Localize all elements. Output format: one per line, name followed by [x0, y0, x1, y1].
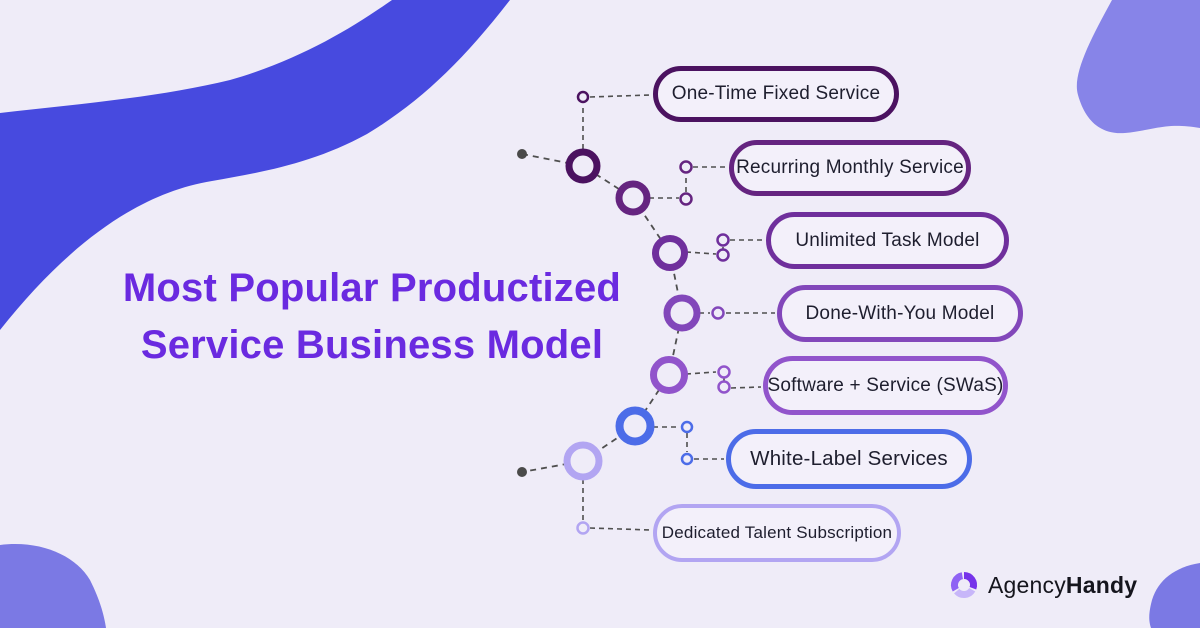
connector-ring — [716, 248, 730, 262]
bottom-right-blob-shape — [1149, 563, 1200, 628]
brand-logo: AgencyHandy — [948, 569, 1137, 601]
brand-name-regular: Agency — [988, 571, 1066, 598]
connector-dashes — [582, 94, 775, 531]
connector-ring — [576, 521, 590, 535]
agencyhandy-logo-icon — [951, 572, 977, 598]
brand-name: AgencyHandy — [988, 572, 1137, 599]
page-title-line-1: Most Popular Productized — [122, 266, 622, 310]
model-pill-label: Recurring Monthly Service — [736, 157, 964, 178]
connector-ring — [717, 365, 731, 379]
connector-ring — [680, 452, 694, 466]
arc-node-circle-5 — [650, 356, 688, 394]
connector-ring — [679, 192, 693, 206]
model-pill-label: White-Label Services — [750, 447, 948, 470]
model-pill-label: Done-With-You Model — [805, 302, 995, 324]
model-pill-unlimited-task-model: Unlimited Task Model — [766, 212, 1009, 269]
model-pill-done-with-you-model: Done-With-You Model — [777, 285, 1023, 342]
connector-ring — [711, 306, 725, 320]
model-pill-label: Dedicated Talent Subscription — [661, 523, 893, 542]
arc-node-circle-2 — [615, 180, 651, 216]
connector-ring — [680, 420, 694, 434]
model-pill-white-label-services: White-Label Services — [726, 429, 972, 489]
arc-dashed-line — [521, 153, 683, 473]
bottom-left-blob-shape — [0, 544, 106, 628]
top-right-blob-shape — [1076, 0, 1200, 134]
page-title-line-2: Service Business Model — [140, 323, 604, 368]
arc-end-dot — [517, 467, 527, 477]
brand-name-bold: Handy — [1065, 571, 1138, 598]
model-pill-label: Software + Service (SWaS) — [767, 374, 1004, 396]
arc-start-dot — [517, 149, 527, 159]
connector-ring — [576, 90, 590, 104]
model-pill-label: Unlimited Task Model — [795, 229, 980, 251]
arc-node-circle-7 — [563, 441, 603, 481]
connector-ring — [717, 380, 731, 394]
model-pill-dedicated-talent-subscription: Dedicated Talent Subscription — [653, 504, 901, 562]
arc-node-circle-4 — [663, 294, 701, 332]
connector-ring — [716, 233, 730, 247]
model-pill-software-plus-service: Software + Service (SWaS) — [763, 356, 1008, 415]
arc-node-circle-3 — [652, 235, 688, 271]
arc-node-circle-1 — [565, 148, 601, 184]
model-pill-one-time-fixed-service: One-Time Fixed Service — [653, 66, 899, 122]
arc-node-circle-6 — [615, 406, 655, 446]
model-pill-label: One-Time Fixed Service — [671, 83, 881, 104]
connector-ring — [679, 160, 693, 174]
model-pill-recurring-monthly-service: Recurring Monthly Service — [729, 140, 971, 196]
top-left-wave-shape — [0, 0, 510, 330]
page-title: Most Popular Productized Service Busines… — [60, 260, 684, 374]
